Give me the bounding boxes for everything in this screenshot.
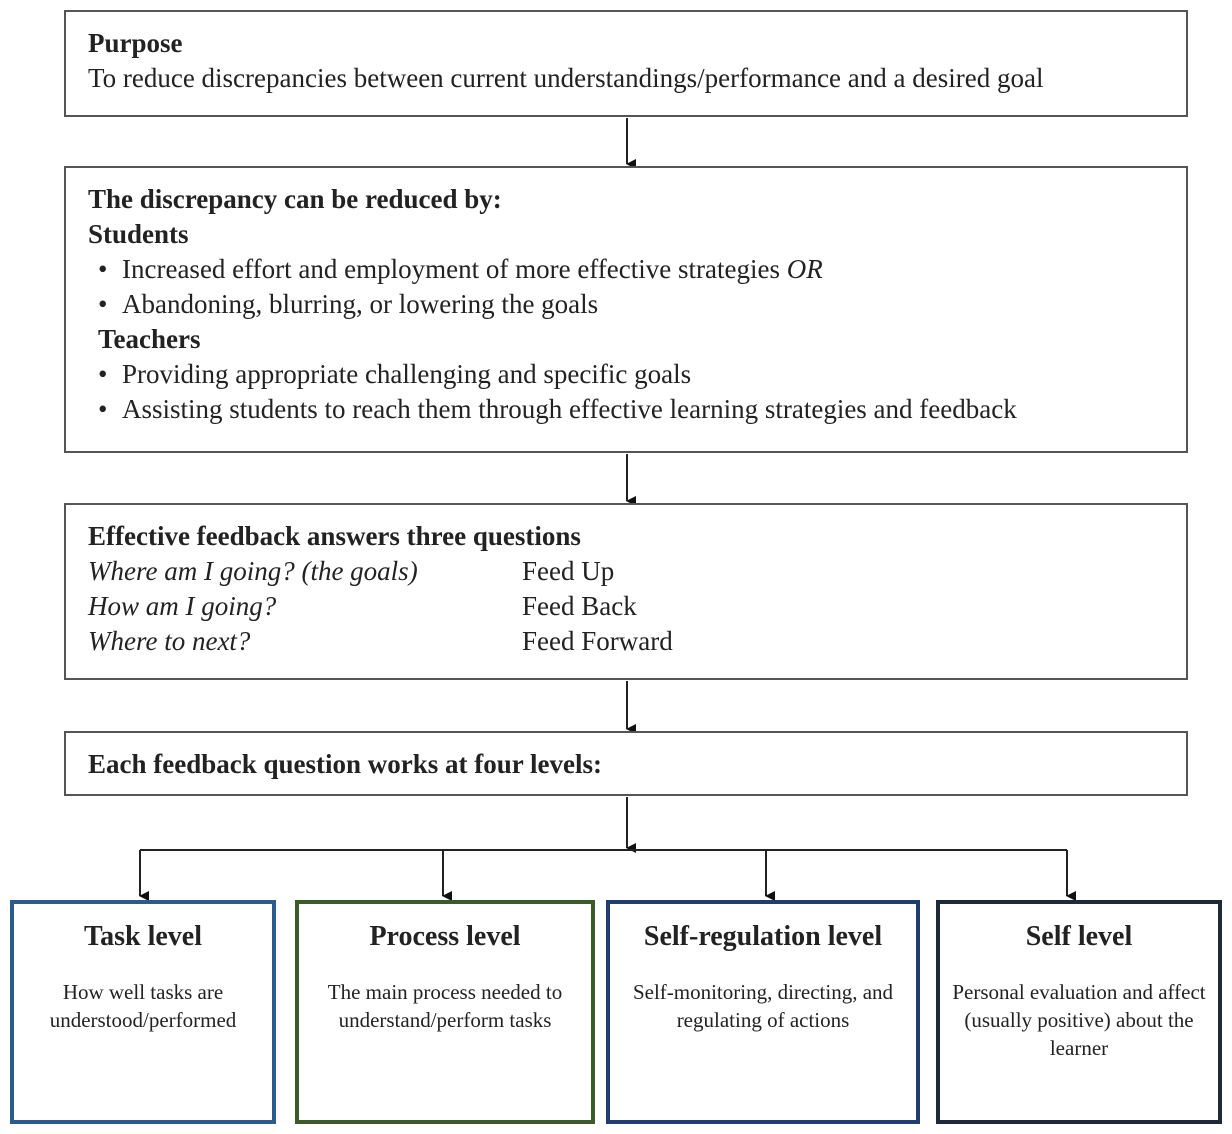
students-label: Students	[88, 219, 189, 249]
levels-intro-box: Each feedback question works at four lev…	[64, 731, 1188, 796]
questions-box: Effective feedback answers three questio…	[64, 503, 1188, 680]
answer-1: Feed Up	[522, 556, 615, 586]
question-row-1: Where am I going? (the goals) Feed Up	[88, 554, 1186, 589]
question-row-2: How am I going? Feed Back	[88, 589, 1186, 624]
students-item-1: Increased effort and employment of more …	[88, 252, 1186, 287]
teachers-list: Providing appropriate challenging and sp…	[88, 357, 1186, 427]
task-level-title: Task level	[84, 921, 202, 952]
question-1: Where am I going? (the goals)	[88, 556, 418, 586]
question-3: Where to next?	[88, 626, 251, 656]
self-regulation-level-desc: Self-monitoring, directing, and regulati…	[632, 980, 894, 1032]
self-level-desc: Personal evaluation and affect (usually …	[952, 980, 1206, 1060]
process-level-title: Process level	[369, 921, 521, 952]
answer-3: Feed Forward	[522, 626, 673, 656]
levels-intro-title: Each feedback question works at four lev…	[88, 749, 603, 779]
students-list: Increased effort and employment of more …	[88, 252, 1186, 322]
students-item-1-text: Increased effort and employment of more …	[122, 254, 787, 284]
self-regulation-level-title: Self-regulation level	[643, 921, 883, 952]
question-row-3: Where to next? Feed Forward	[88, 624, 1186, 659]
answer-2: Feed Back	[522, 591, 637, 621]
task-level-desc: How well tasks are understood/performed	[49, 980, 237, 1032]
purpose-text: To reduce discrepancies between current …	[88, 63, 1044, 93]
self-level-title: Self level	[1025, 921, 1133, 952]
process-level-box: Process level The main process needed to…	[295, 900, 595, 1124]
discrepancy-title: The discrepancy can be reduced by:	[88, 184, 502, 214]
question-2: How am I going?	[88, 591, 277, 621]
discrepancy-box: The discrepancy can be reduced by: Stude…	[64, 166, 1188, 453]
purpose-box: Purpose To reduce discrepancies between …	[64, 10, 1188, 117]
students-item-1-or: OR	[786, 254, 823, 284]
purpose-title: Purpose	[88, 28, 183, 58]
self-regulation-level-box: Self-regulation level Self-monitoring, d…	[606, 900, 920, 1124]
task-level-box: Task level How well tasks are understood…	[10, 900, 276, 1124]
questions-title: Effective feedback answers three questio…	[88, 521, 581, 551]
teachers-item-2: Assisting students to reach them through…	[88, 392, 1186, 427]
students-item-2: Abandoning, blurring, or lowering the go…	[88, 287, 1186, 322]
teachers-item-1: Providing appropriate challenging and sp…	[88, 357, 1186, 392]
teachers-label: Teachers	[98, 324, 201, 354]
self-level-box: Self level Personal evaluation and affec…	[936, 900, 1222, 1124]
process-level-desc: The main process needed to understand/pe…	[327, 980, 563, 1032]
